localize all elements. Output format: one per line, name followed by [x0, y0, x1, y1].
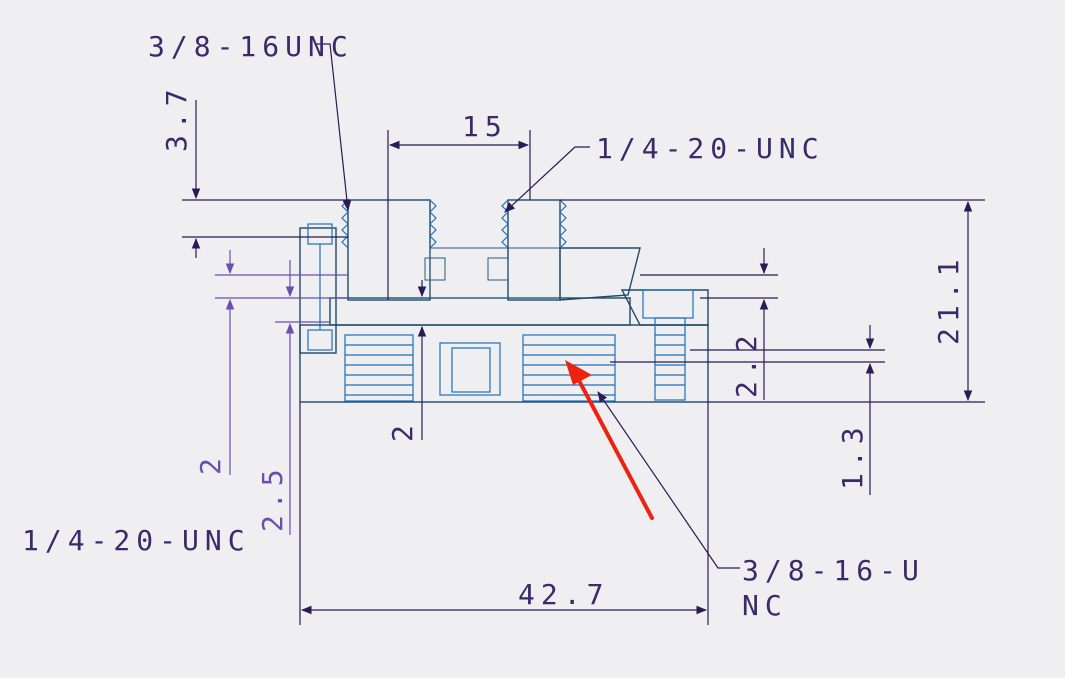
leader-bottom-right-thread: [597, 391, 740, 569]
cap-screw-thread: [655, 334, 685, 386]
callout-left-thread: 1/4-20-UNC: [22, 524, 251, 557]
mid-bridge: [429, 247, 561, 299]
center-stud: [507, 199, 561, 301]
lower-right-insert: [522, 334, 616, 402]
center-stud-thread: [501, 199, 567, 249]
leader-top-left-thread: [316, 43, 352, 212]
mid-nut-right: [487, 257, 509, 281]
callout-top-left-thread: 3/8-16UNC: [148, 30, 354, 63]
dim-42-7-value: 42.7: [518, 578, 609, 611]
left-stud: [347, 199, 431, 301]
lower-left-insert-thread: [345, 344, 413, 396]
dim-2-5-value: 2.5: [256, 463, 289, 532]
left-clip: [299, 227, 337, 354]
left-clip-pin-bottom: [307, 329, 333, 351]
dim-2-2-value: 2.2: [730, 329, 763, 398]
dim-3-7-value: 3.7: [160, 83, 193, 152]
leader-top-right-thread: [504, 146, 590, 213]
leader-lines: [316, 43, 740, 569]
part-section: [299, 199, 709, 403]
callout-bottom-right-thread-line1: 3/8-16-U: [742, 554, 925, 587]
dim-15-value: 15: [462, 110, 508, 143]
dim-2-left-value: 2: [194, 452, 227, 475]
top-plate: [329, 297, 631, 326]
square-nut: [439, 342, 501, 396]
dim-21-1-value: 21.1: [932, 254, 965, 345]
dimension-lines: [182, 100, 985, 625]
square-nut-core: [451, 347, 491, 393]
right-cap-block: [620, 289, 709, 326]
left-stud-thread: [341, 199, 437, 249]
callout-bottom-right-thread-line2: NC: [742, 589, 788, 622]
cap-screw-body: [654, 317, 686, 401]
dim-2-center-value: 2: [386, 419, 419, 442]
lower-left-insert: [344, 334, 414, 402]
mid-nut-left: [424, 257, 446, 281]
base-plate: [299, 324, 709, 403]
red-arrow-icon: [565, 360, 654, 520]
left-clip-pin-top: [307, 223, 333, 245]
right-wedge: [559, 247, 641, 301]
dim-1-3-value: 1.3: [836, 421, 869, 490]
callout-top-right-thread: 1/4-20-UNC: [596, 132, 825, 165]
cap-screw-head: [642, 289, 694, 319]
